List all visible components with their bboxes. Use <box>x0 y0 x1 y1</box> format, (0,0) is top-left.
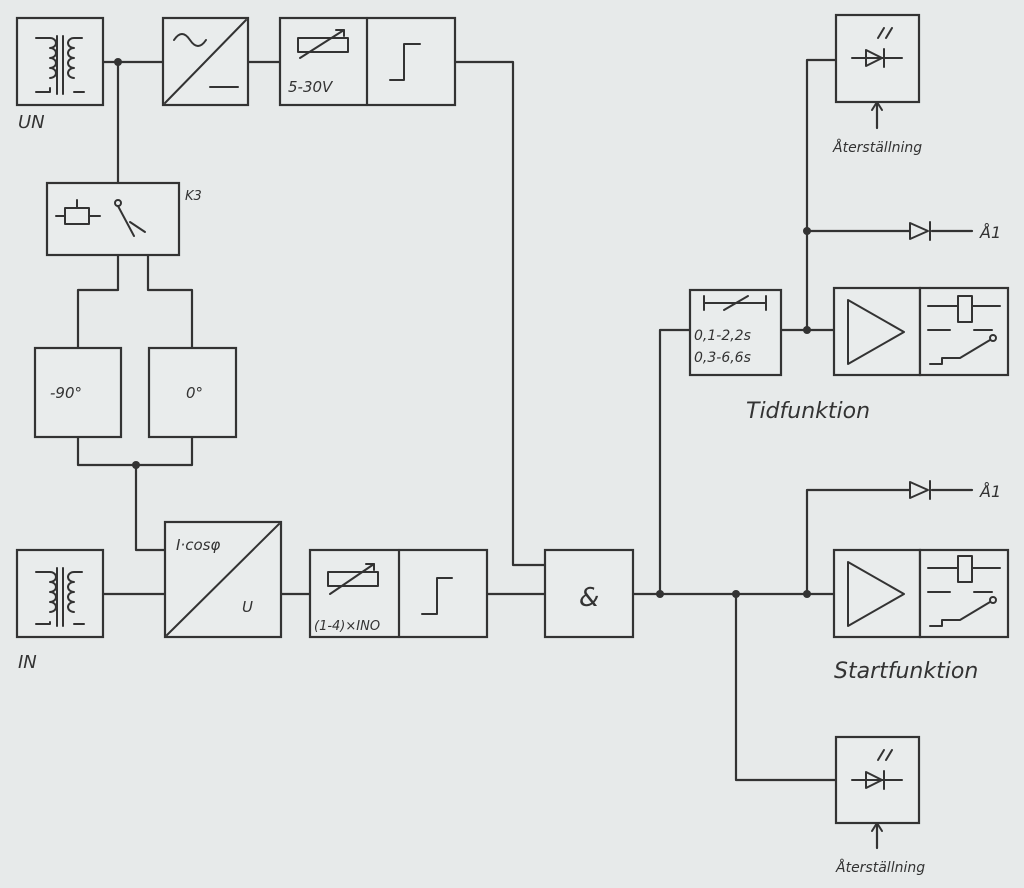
a1-bottom-label: Å1 <box>979 482 1001 501</box>
timer-block <box>688 288 783 377</box>
reset-bottom-label: Återställning <box>835 859 925 876</box>
current-range-label: (1-4)×INO <box>314 619 380 634</box>
un-label: UN <box>18 112 45 133</box>
bottom-diode-icon <box>909 480 931 500</box>
phase-minus90-block <box>33 346 123 439</box>
tid-relay-block <box>918 286 1010 377</box>
start-amplifier-block <box>832 548 922 639</box>
k3-label: K3 <box>185 189 202 204</box>
junction-dots <box>114 58 811 598</box>
icos-top-label: I·cosφ <box>176 536 220 554</box>
a1-top-label: Å1 <box>979 223 1001 242</box>
and-gate-block <box>543 548 635 639</box>
icos-bottom-label: U <box>242 598 253 616</box>
time-range-1-label: 0,1-2,2s <box>694 328 751 344</box>
reset-top-label: Återställning <box>832 139 922 156</box>
start-title-label: Startfunktion <box>834 659 978 684</box>
current-transformer-block <box>15 548 105 639</box>
in-label: IN <box>18 652 37 673</box>
k3-relay-block <box>45 181 181 257</box>
voltage-range-label: 5-30V <box>288 78 334 96</box>
top-diode-icon <box>909 221 931 241</box>
top-led-indicator-block <box>834 13 921 104</box>
phase-0-block <box>147 346 238 439</box>
ac-dc-converter-block <box>161 16 250 107</box>
time-range-2-label: 0,3-6,6s <box>694 350 751 366</box>
and-gate-label: & <box>579 583 599 613</box>
voltage-threshold-block <box>278 16 457 107</box>
wires <box>76 58 974 850</box>
voltage-transformer-block <box>15 16 105 107</box>
tid-title-label: Tidfunktion <box>746 399 870 424</box>
current-threshold-block <box>308 548 489 639</box>
phase-minus90-label: -90° <box>50 384 82 402</box>
tid-amplifier-block <box>832 286 922 377</box>
bottom-led-indicator-block <box>834 735 921 825</box>
icosphi-multiplier-block <box>163 520 283 639</box>
start-relay-block <box>918 548 1010 639</box>
phase-0-label: 0° <box>186 384 203 402</box>
